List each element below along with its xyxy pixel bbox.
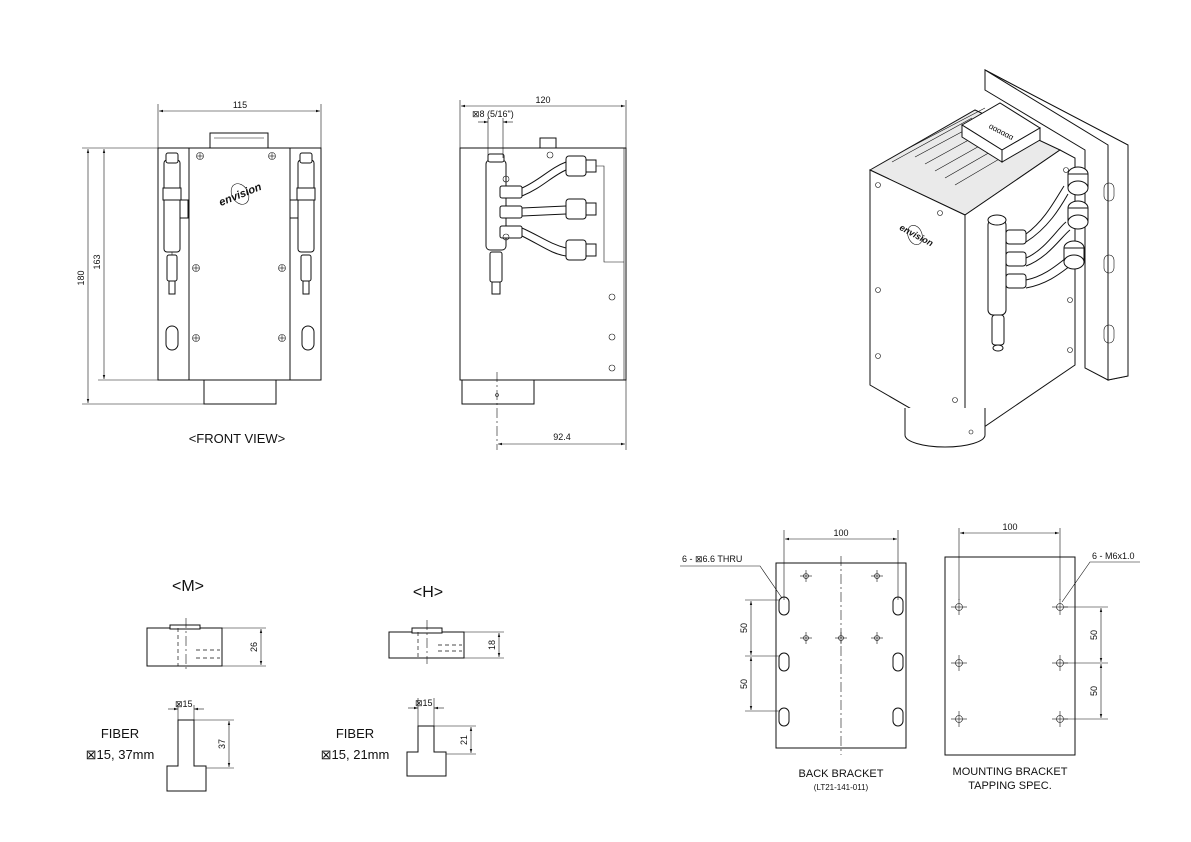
- dim-mount-pitch-2: 50: [1089, 686, 1099, 696]
- side-view: 120 ⊠8 (5/16") 92.4: [459, 95, 627, 450]
- variant-h-fiber-label: FIBER: [336, 726, 374, 741]
- side-bottom-nozzle: [461, 379, 535, 405]
- dim-back-pitch-2: 50: [739, 679, 749, 689]
- mounting-bracket-plate: [944, 556, 1076, 756]
- front-main-housing: [188, 147, 291, 381]
- back-bracket-part-number: (LT21-141-011): [814, 783, 869, 792]
- variant-m-fiber: [166, 719, 207, 792]
- dim-m-height: 26: [249, 642, 259, 652]
- front-keyhole-slots: [165, 325, 315, 351]
- mounting-bracket-caption-1: MOUNTING BRACKET: [953, 766, 1068, 778]
- dim-back-pitch-1: 50: [739, 623, 749, 633]
- front-view: envision: [76, 100, 322, 446]
- dim-mount-width: 100: [1002, 522, 1017, 532]
- dim-front-width: 115: [233, 100, 247, 110]
- front-view-caption: <FRONT VIEW>: [189, 431, 286, 446]
- iso-front-face: [869, 169, 966, 441]
- housing-screw-icons: [192, 152, 286, 342]
- dim-mount-pitch-1: 50: [1089, 630, 1099, 640]
- variant-h-fiber-spec: ⊠15, 21mm: [321, 747, 390, 762]
- variant-m-fiber-spec: ⊠15, 37mm: [86, 747, 155, 762]
- iso-plate-keyholes: [1103, 182, 1115, 344]
- dim-h-fiber-square: ⊠15: [415, 698, 433, 708]
- iso-fitting-manifold: [987, 214, 1027, 352]
- iso-bottom-nozzle: [904, 408, 986, 448]
- front-left-valve: [162, 152, 189, 295]
- variant-m-body: [146, 627, 223, 667]
- side-right-fittings: [565, 155, 597, 261]
- dim-front-height-inner: 163: [92, 254, 102, 269]
- side-body: [459, 147, 627, 381]
- back-bracket-caption: BACK BRACKET: [799, 768, 884, 780]
- variant-m-fiber-label: FIBER: [101, 726, 139, 741]
- side-top-stub: [539, 137, 557, 149]
- back-bracket-hole-callout: 6 - ⊠6.6 THRU: [682, 554, 742, 564]
- dim-side-fitting: ⊠8 (5/16"): [472, 109, 514, 119]
- mounting-bracket-caption-2: TAPPING SPEC.: [968, 780, 1052, 792]
- dim-front-height-outer: 180: [76, 270, 86, 285]
- variant-m: <M> 26 ⊠15 37 FIBER ⊠15, 37mm: [86, 578, 266, 792]
- iso-side-fittings: [1063, 166, 1089, 270]
- dim-m-fiber-length: 37: [217, 739, 227, 749]
- iso-screw-icons: [875, 167, 1073, 403]
- front-right-valve: [289, 152, 316, 295]
- mounting-bracket-holes: [951, 599, 1068, 727]
- side-screw-icons: [546, 151, 616, 372]
- front-top-connector: [209, 132, 269, 149]
- back-bracket: 100 50 50 6 - ⊠6.6 THRU BACK BRACKET (LT…: [680, 528, 907, 792]
- variant-h-fiber: [406, 725, 447, 777]
- front-bottom-nozzle: [203, 379, 277, 405]
- mounting-bracket-hole-callout: 6 - M6x1.0: [1092, 551, 1135, 561]
- variant-m-title: <M>: [172, 578, 204, 595]
- dim-h-fiber-length: 21: [459, 735, 469, 745]
- isometric-view: ɑɑɑɑɑɑ envision: [868, 69, 1129, 448]
- variant-h-body: [388, 631, 465, 659]
- dim-m-fiber-square: ⊠15: [175, 699, 193, 709]
- dim-h-height: 18: [487, 640, 497, 650]
- mounting-bracket: 100 50 50 6 - M6x1.0 MOUNTING BRACKET TA…: [944, 522, 1140, 792]
- dim-back-width: 100: [833, 528, 848, 538]
- variant-h-title: <H>: [413, 584, 443, 601]
- dim-side-width: 120: [535, 95, 550, 105]
- back-bracket-holes: [800, 570, 883, 644]
- dim-side-offset: 92.4: [553, 432, 571, 442]
- variant-h: <H> 18 ⊠15 21 FIBER ⊠15, 21mm: [321, 584, 504, 777]
